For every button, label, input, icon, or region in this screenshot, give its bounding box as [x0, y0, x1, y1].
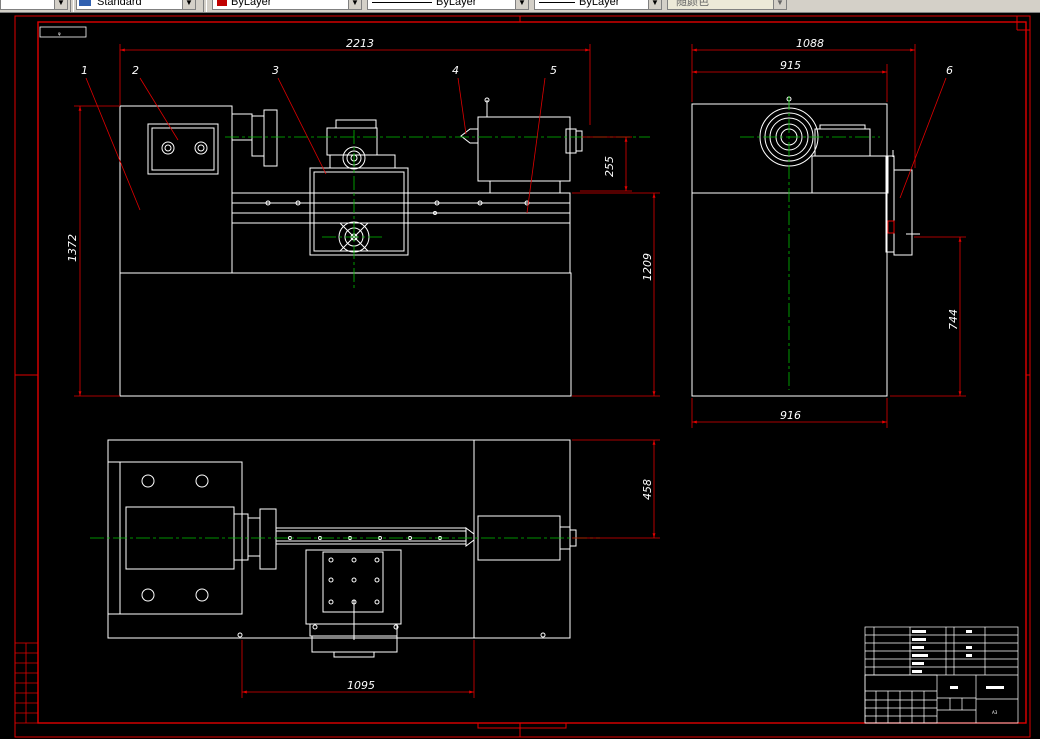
linetype-value: ByLayer: [436, 0, 477, 8]
balloon-5: 5: [550, 64, 557, 77]
front-centerlines: [225, 130, 650, 290]
lathe-bed-base: [119, 272, 572, 397]
side-centerlines: [740, 96, 880, 390]
title-block-sheet-size: A3: [992, 710, 998, 715]
chevron-down-icon[interactable]: ▼: [773, 0, 786, 9]
top-dimension-text: 458 1095: [347, 479, 654, 692]
style-dropdown[interactable]: ▼: [0, 0, 68, 10]
dim-overall-width: 2213: [346, 37, 374, 50]
color-swatch-icon: [217, 0, 227, 6]
balloon-4: 4: [452, 64, 459, 77]
chevron-down-icon[interactable]: ▼: [348, 0, 361, 9]
headstock: [119, 105, 233, 274]
lineweight-dropdown[interactable]: ByLayer ▼: [534, 0, 662, 10]
balloon-2: 2: [132, 64, 139, 77]
top-outline: [107, 439, 571, 639]
chevron-down-icon[interactable]: ▼: [648, 0, 661, 9]
revision-strip: [14, 642, 39, 724]
chevron-down-icon[interactable]: ▼: [182, 0, 195, 9]
chevron-down-icon[interactable]: ▼: [54, 0, 67, 9]
text-style-value: Standard: [97, 0, 142, 8]
dim-side-top: 1088: [796, 37, 824, 50]
text-style-icon: [79, 0, 91, 7]
dim-tailstock-height: 255: [603, 156, 616, 177]
side-view: [691, 96, 920, 397]
toolbar-separator: [70, 0, 74, 12]
dim-side-bottom: 916: [780, 409, 801, 422]
balloon-6: 6: [946, 64, 953, 77]
sheet-frame: [14, 15, 1031, 738]
title-block: [864, 626, 1019, 724]
svg-text:φ: φ: [58, 31, 61, 36]
chevron-down-icon[interactable]: ▼: [515, 0, 528, 9]
dim-top-width: 1095: [347, 679, 375, 692]
lineweight-swatch-icon: [539, 1, 575, 3]
top-view: [107, 439, 577, 658]
text-style-dropdown[interactable]: Standard ▼: [76, 0, 196, 10]
plotstyle-value: 随颜色: [676, 0, 709, 8]
front-dimension-text: 2213 1372 1209 255 1 2 3 4 5: [66, 37, 654, 281]
drawing-canvas[interactable]: φ: [0, 12, 1040, 739]
color-value: ByLayer: [231, 0, 272, 8]
front-view: [119, 97, 583, 397]
dim-side-mid: 915: [780, 59, 801, 72]
toolbar-separator: [203, 0, 207, 12]
control-panel: [147, 123, 219, 175]
title-block-fill: [912, 630, 1004, 689]
balloon-1: 1: [81, 64, 88, 77]
side-dimension-text: 1088 915 916 744 6: [780, 37, 960, 422]
dim-overall-height: 1372: [66, 234, 79, 262]
dim-top-depth: 458: [641, 479, 654, 500]
side-body: [691, 103, 888, 397]
color-dropdown[interactable]: ByLayer ▼: [212, 0, 362, 10]
dim-side-height: 744: [947, 309, 960, 330]
balloon-3: 3: [272, 64, 279, 77]
sheet-label-box: φ: [39, 26, 87, 38]
properties-toolbar: ▼ Standard ▼ ByLayer ▼ ByLayer ▼ ByLayer…: [0, 0, 1040, 13]
side-dimensions: [691, 44, 966, 428]
top-dimensions: [241, 439, 660, 698]
plotstyle-dropdown[interactable]: 随颜色 ▼: [667, 0, 787, 10]
front-dimensions: [74, 44, 660, 397]
linetype-dropdown[interactable]: ByLayer ▼: [367, 0, 529, 10]
lineweight-value: ByLayer: [579, 0, 620, 8]
linetype-swatch-icon: [372, 1, 432, 3]
tailstock: [477, 116, 571, 182]
bed: [231, 192, 571, 274]
dim-bed-height: 1209: [641, 253, 654, 281]
